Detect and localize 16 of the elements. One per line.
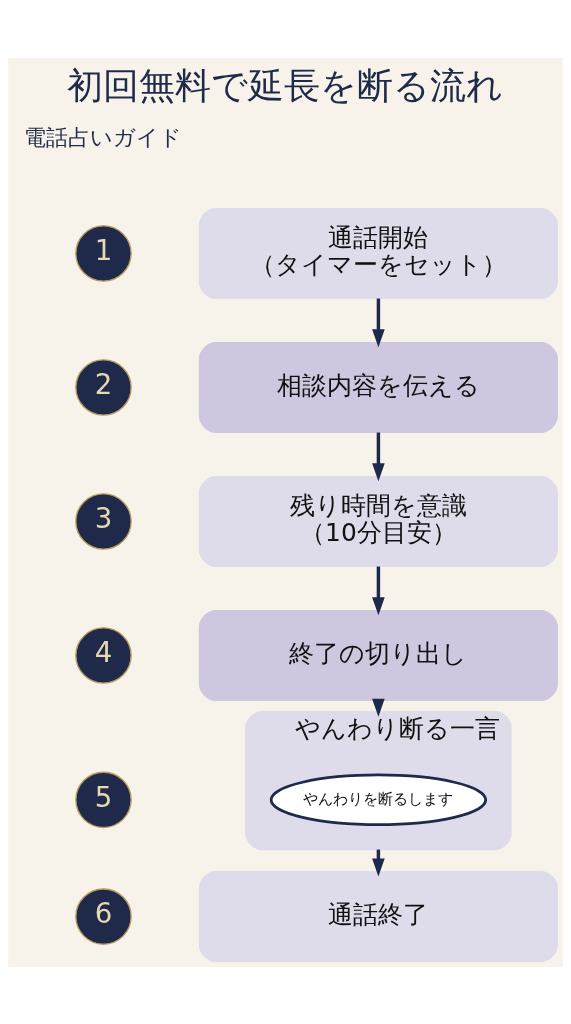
node-box: 相談内容を伝える: [198, 341, 558, 433]
node-circle: 4: [75, 626, 132, 684]
node-circle: 2: [75, 358, 132, 416]
node-box: 残り時間を意識 （10分目安）: [198, 475, 558, 567]
arrow: [372, 566, 385, 615]
label: 電話占いガイド: [24, 123, 183, 150]
node-circle: 1: [75, 224, 132, 282]
node-circle: 3: [75, 492, 132, 550]
node-box: 通話開始 （タイマーをセット）: [198, 207, 558, 299]
node-box: 通話終了: [198, 870, 558, 962]
diagram-title: 初回無料で延長を断る流れ: [67, 64, 504, 106]
arrow: [372, 432, 385, 481]
arrow: [372, 298, 385, 347]
node-circle: 5: [75, 771, 132, 828]
node-ellipse: やんわりを断るします: [269, 773, 488, 826]
node-circle: 6: [75, 887, 132, 945]
